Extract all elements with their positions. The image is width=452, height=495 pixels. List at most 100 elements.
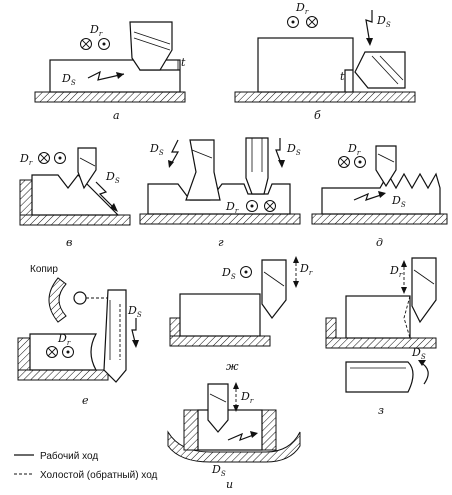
panel-a: t Dr DS а [34, 21, 186, 122]
feed-arrow [353, 192, 385, 201]
feed-arrow-head [378, 191, 386, 198]
rotation-out-of-page-icon [98, 38, 110, 50]
copier-template [48, 277, 67, 323]
cutting-tool [103, 289, 127, 383]
dr-label: Dr [240, 390, 254, 405]
dr-label: Dr [347, 142, 361, 157]
tool-hatch-line [379, 55, 404, 81]
cutting-tool [207, 383, 229, 433]
panel-g: DS DS Dr г [139, 137, 301, 249]
tool-hatch-line [263, 271, 285, 287]
panel-d: Dr DS д [311, 142, 448, 249]
dr-label: Dr [19, 152, 33, 167]
copier-roller [73, 291, 87, 305]
dr-label: Dr [299, 262, 313, 277]
tool-hatch-line [377, 153, 395, 163]
rotation-into-page-icon [306, 16, 318, 28]
rotation-into-page-icon [264, 200, 276, 212]
ds-label: DS [127, 304, 142, 319]
rotation-out-of-page-icon [354, 156, 366, 168]
cutting-tool [261, 259, 287, 320]
cutting-tool [411, 257, 437, 324]
machine-table [139, 213, 301, 225]
ds-label: DS [105, 170, 120, 185]
feed-arrow [95, 181, 117, 211]
dr-label: Dr [295, 1, 309, 16]
machine-table [311, 213, 448, 225]
left-wall [183, 409, 199, 451]
feed-arrow [227, 432, 257, 442]
panel-caption: и [226, 478, 233, 491]
rotation-out-of-page-icon [54, 152, 66, 164]
panel-caption: д [376, 236, 383, 249]
rotation-into-page-icon [46, 346, 58, 358]
depth-label: t [340, 70, 345, 83]
workpiece [179, 293, 261, 337]
feed-arrow [131, 318, 137, 347]
feed-arrow [87, 70, 125, 81]
dr-label: Dr [57, 332, 71, 347]
panel-caption: з [378, 404, 384, 417]
cutting-tool [375, 145, 397, 188]
rotation-arrow-head [418, 360, 426, 366]
panel-zh: Dr DS ж [169, 256, 313, 373]
rotation-out-of-page-icon [62, 346, 74, 358]
tool-hatch-line [191, 149, 213, 159]
dr-label: Dr [225, 200, 239, 215]
ds-label: DS [411, 346, 426, 361]
groove-cutting-tool [245, 137, 269, 195]
workpiece [345, 295, 411, 339]
panel-caption: а [113, 109, 120, 122]
panel-caption: б [314, 109, 321, 122]
feed-arrow-head [366, 38, 373, 46]
feed-out-of-page-icon [240, 266, 252, 278]
feed-arrow-head [116, 72, 124, 79]
cutting-tool [77, 147, 97, 190]
feed-arrow-right [275, 138, 283, 167]
machine-table [19, 214, 131, 226]
panel-i: Dr DS и [167, 382, 301, 491]
feed-arrow [365, 10, 373, 45]
cutting-tool [354, 51, 406, 89]
legend-working-stroke: Рабочий ход [40, 450, 98, 462]
rotation-arrow [419, 361, 429, 385]
dr-arrow-down [233, 405, 239, 412]
panel-caption: ж [226, 360, 239, 373]
tool-hatch-line [371, 55, 399, 85]
feed-arrow-head [110, 203, 118, 212]
rotation-into-page-icon [80, 38, 92, 50]
machine-base [167, 430, 301, 463]
machine-table [34, 91, 186, 103]
ds-label: DS [211, 463, 226, 478]
workpiece [31, 174, 120, 216]
legend-idle-stroke: Холостой (обратный) ход [40, 469, 158, 481]
dovetail-cutting-tool [185, 139, 221, 201]
rotation-out-of-page-icon [287, 16, 299, 28]
tool-hatch-line [209, 393, 227, 403]
tool-hatch-line [133, 37, 171, 51]
ds-label: DS [391, 194, 406, 209]
feed-arrow-left [169, 139, 180, 167]
machine-table [17, 369, 109, 381]
right-wall [261, 409, 277, 451]
panel-caption: г [218, 236, 224, 249]
rotating-workpiece-view [345, 361, 414, 393]
ds-label: DS [149, 142, 164, 157]
panel-z: Dr DS з [325, 257, 437, 417]
dr-label: Dr [389, 264, 403, 279]
rotation-into-page-icon [338, 156, 350, 168]
cut-profile [403, 295, 411, 339]
machine-table [169, 335, 271, 347]
dr-arrow-up [293, 256, 299, 263]
machine-table [234, 91, 416, 103]
dr-arrow-down [401, 287, 407, 294]
ds-label: DS [221, 266, 236, 281]
ds-label: DS [286, 142, 301, 157]
feed-arrow-head [168, 160, 174, 168]
panel-b: t Dr DS б [234, 1, 416, 122]
dr-arrow-down [293, 281, 299, 288]
cut-surface [344, 69, 353, 92]
panel-e: Копир Dr DS е [17, 264, 142, 407]
panel-v: Dr DS в [19, 147, 131, 249]
